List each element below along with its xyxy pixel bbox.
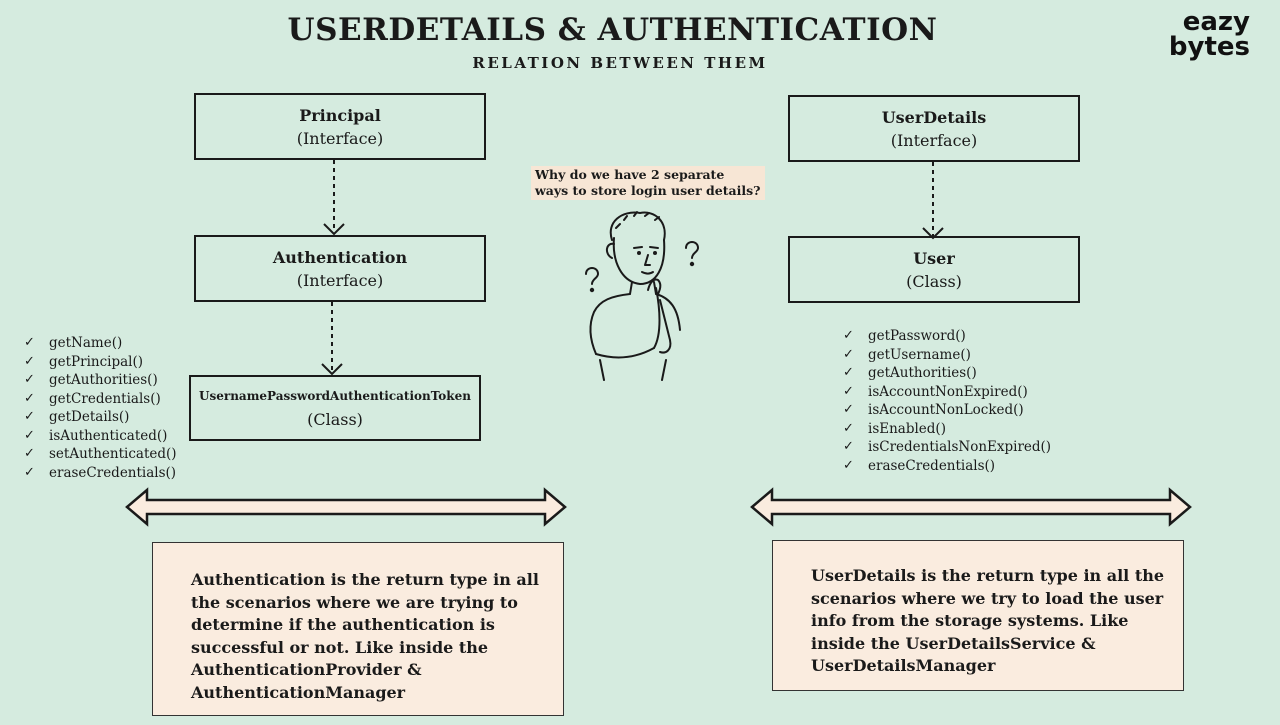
authentication-name: Authentication: [272, 247, 408, 267]
arrowhead-authentication: [323, 223, 345, 236]
list-item: isAuthenticated(): [24, 427, 177, 446]
principal-name: Principal: [299, 105, 381, 125]
double-arrow-right: [750, 487, 1192, 527]
list-item: getAuthorities(): [24, 371, 177, 390]
logo-line-2: bytes: [1168, 32, 1250, 62]
userdetails-note: UserDetails is the return type in all th…: [772, 540, 1184, 691]
list-item: isAccountNonExpired(): [843, 383, 1051, 402]
user-type: (Class): [906, 271, 962, 291]
list-item: getUsername(): [843, 346, 1051, 365]
list-item: getPrincipal(): [24, 353, 177, 372]
list-item: getPassword(): [843, 327, 1051, 346]
authentication-box: Authentication (Interface): [194, 235, 486, 302]
user-name: User: [913, 248, 955, 268]
authentication-type: (Interface): [296, 270, 384, 290]
page-subtitle: RELATION BETWEEN THEM: [472, 54, 768, 72]
principal-box: Principal (Interface): [194, 93, 486, 160]
userdetails-methods-list: getPassword() getUsername() getAuthoriti…: [843, 327, 1051, 475]
list-item: setAuthenticated(): [24, 445, 177, 464]
userdetails-box: UserDetails (Interface): [788, 95, 1080, 162]
list-item: getCredentials(): [24, 390, 177, 409]
list-item: isEnabled(): [843, 420, 1051, 439]
token-type: (Class): [307, 410, 363, 429]
arrowhead-user: [922, 227, 944, 240]
logo-line-1: eazy: [1182, 7, 1250, 37]
user-box: User (Class): [788, 236, 1080, 303]
double-arrow-left: [125, 487, 567, 527]
list-item: getDetails(): [24, 408, 177, 427]
arrowhead-token: [321, 363, 343, 376]
question-bubble: Why do we have 2 separate ways to store …: [531, 166, 765, 200]
list-item: eraseCredentials(): [24, 464, 177, 483]
eazybytes-logo: eazy bytes: [1168, 7, 1250, 62]
principal-type: (Interface): [296, 128, 384, 148]
token-name: UsernamePasswordAuthenticationToken: [199, 389, 471, 403]
list-item: isAccountNonLocked(): [843, 401, 1051, 420]
userdetails-type: (Interface): [890, 130, 978, 150]
list-item: isCredentialsNonExpired(): [843, 438, 1051, 457]
authentication-note: Authentication is the return type in all…: [152, 542, 564, 716]
username-password-token-box: UsernamePasswordAuthenticationToken (Cla…: [189, 375, 481, 441]
list-item: getName(): [24, 334, 177, 353]
userdetails-name: UserDetails: [881, 107, 987, 127]
list-item: eraseCredentials(): [843, 457, 1051, 476]
list-item: getAuthorities(): [843, 364, 1051, 383]
page-title: USERDETAILS & AUTHENTICATION: [287, 12, 938, 48]
authentication-methods-list: getName() getPrincipal() getAuthorities(…: [24, 334, 177, 482]
thinking-person-illustration: [585, 211, 699, 381]
